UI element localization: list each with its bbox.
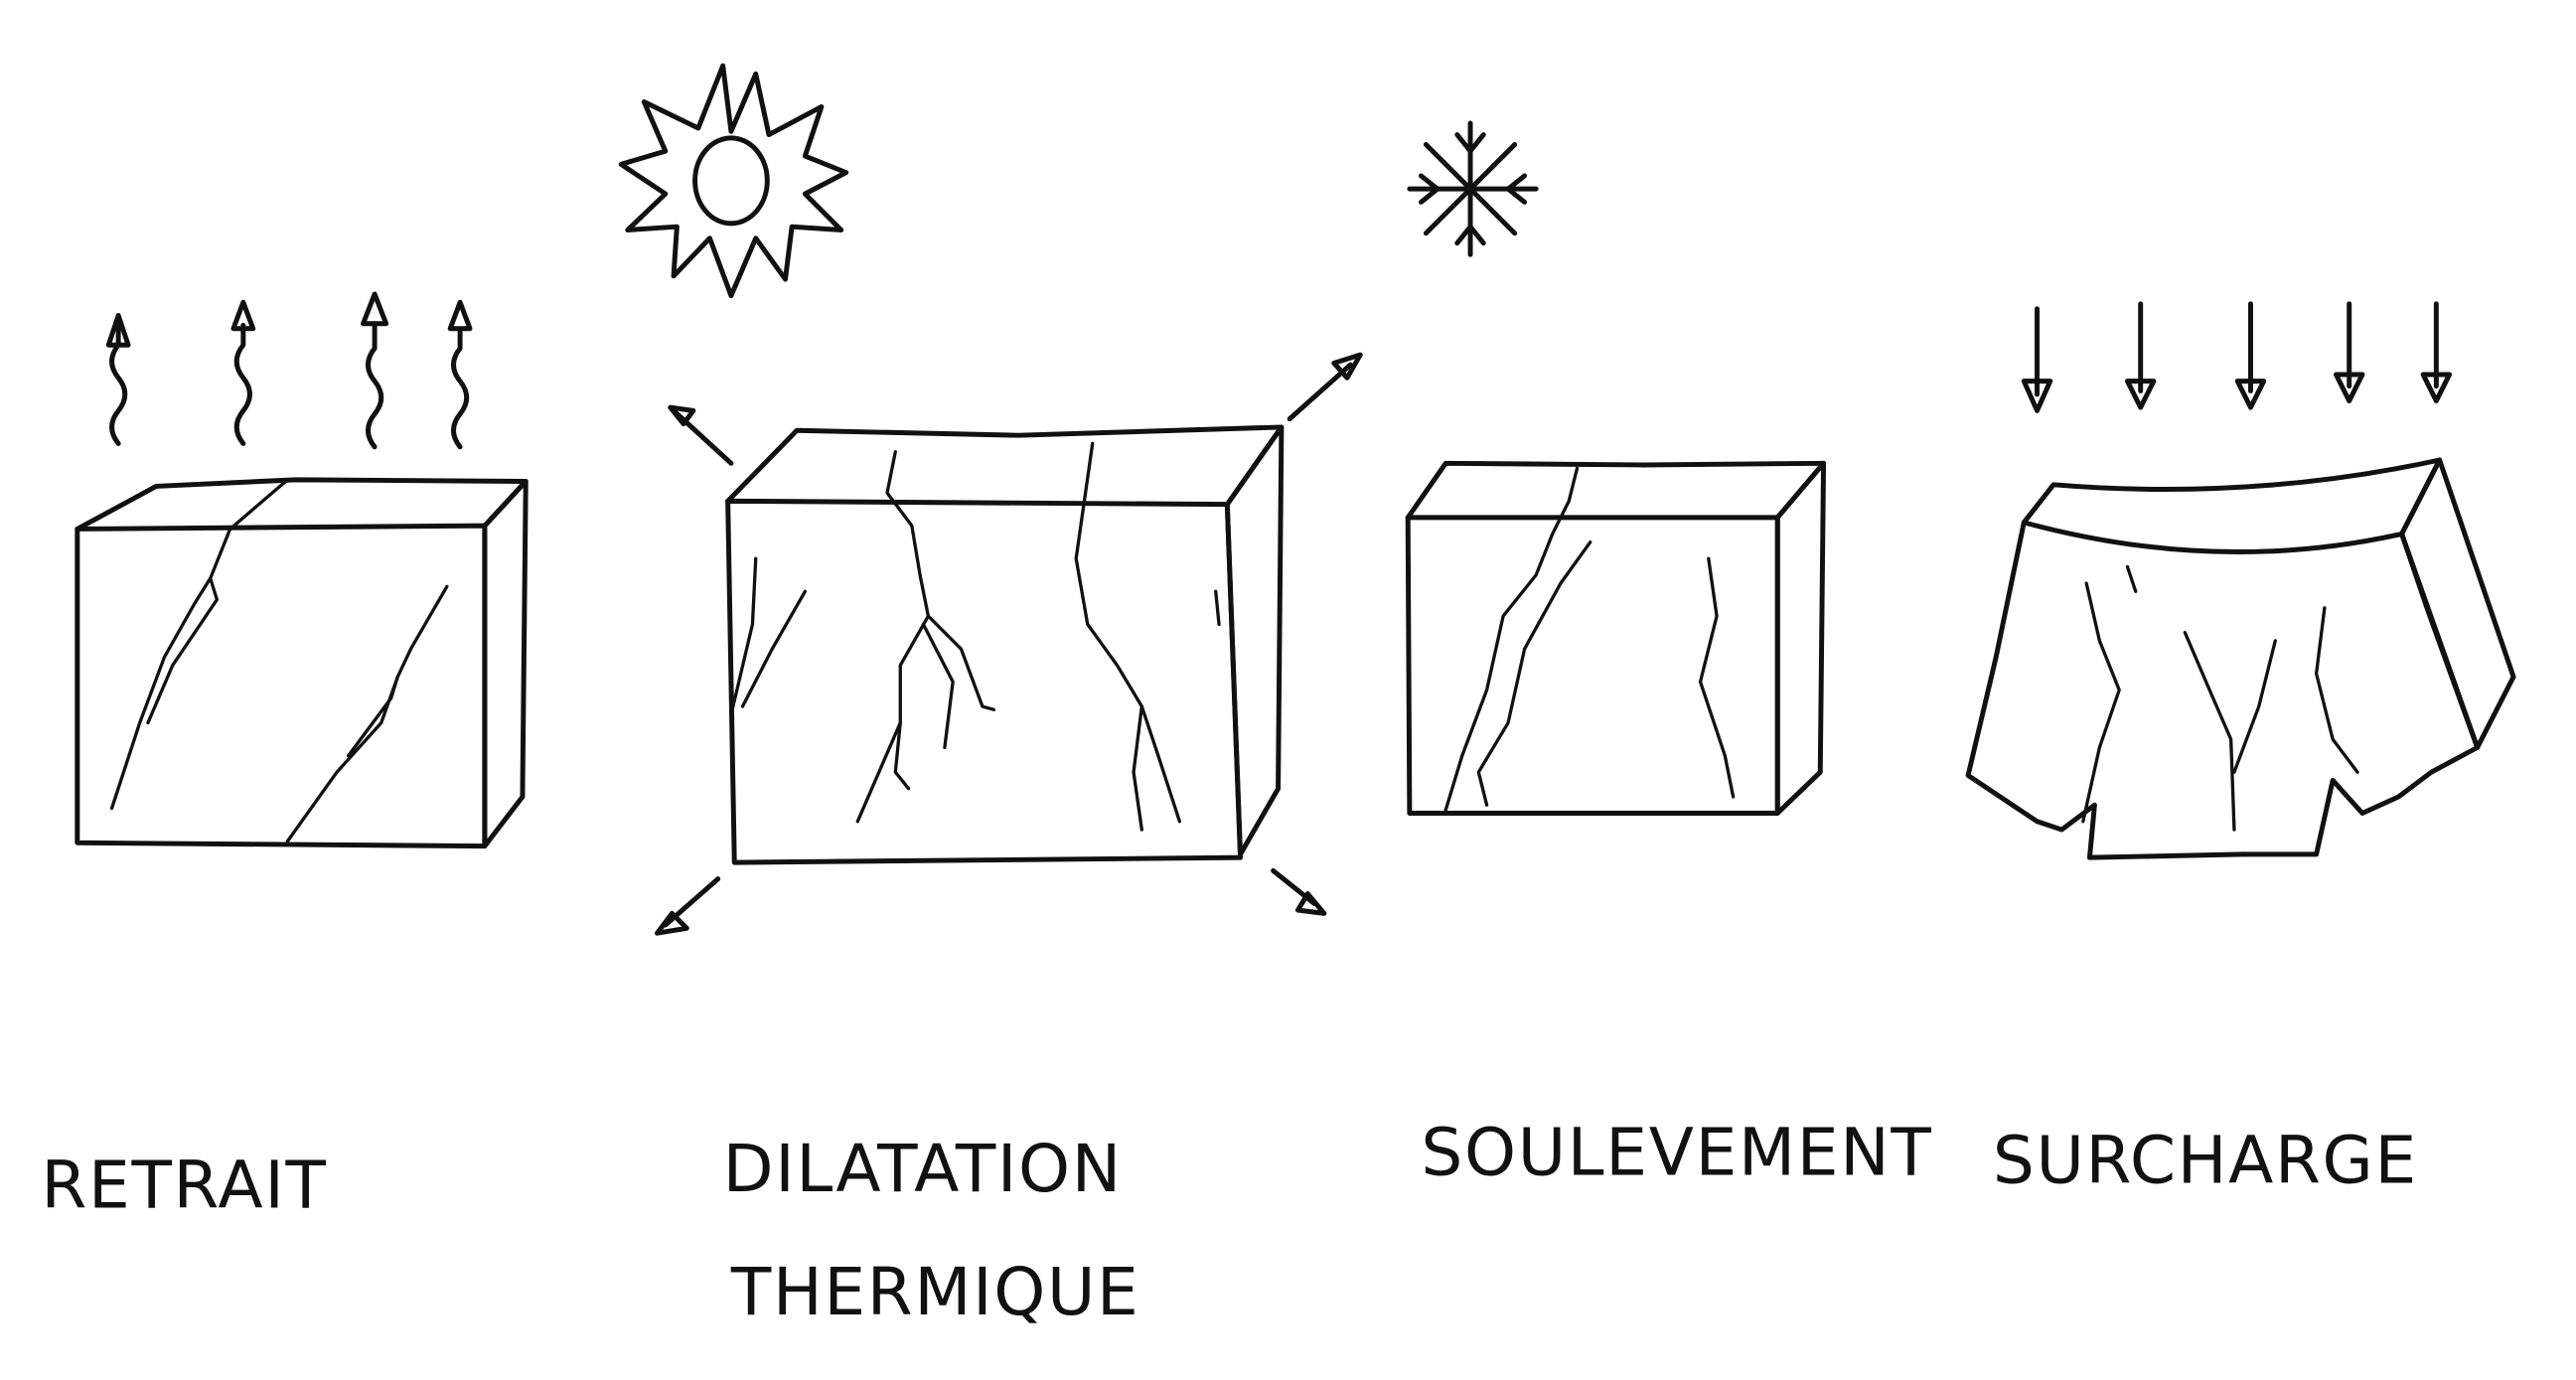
snowflake-icon [1407, 120, 1539, 257]
label-retrait: RETRAIT [41, 1147, 327, 1223]
load-arrows-icon [2021, 301, 2453, 413]
block-soulevement [1405, 460, 1827, 816]
label-soulevement: SOULEVEMENT [1421, 1114, 1932, 1190]
block-retrait [75, 477, 529, 849]
panel-retrait: RETRAIT [41, 291, 529, 1223]
expansion-arrows-icon [655, 352, 1363, 936]
label-thermique: THERMIQUE [730, 1254, 1140, 1330]
label-dilatation: DILATATION [723, 1131, 1123, 1207]
block-dilatation [725, 424, 1285, 865]
label-surcharge: SURCHARGE [1993, 1123, 2418, 1199]
sun-icon [618, 63, 849, 299]
panel-dilatation: DILATATION THERMIQUE [618, 63, 1363, 1330]
block-surcharge [1965, 457, 2516, 860]
evaporation-arrows-icon [105, 291, 473, 450]
panel-surcharge: SURCHARGE [1965, 301, 2516, 1199]
panel-soulevement: SOULEVEMENT [1405, 120, 1932, 1190]
